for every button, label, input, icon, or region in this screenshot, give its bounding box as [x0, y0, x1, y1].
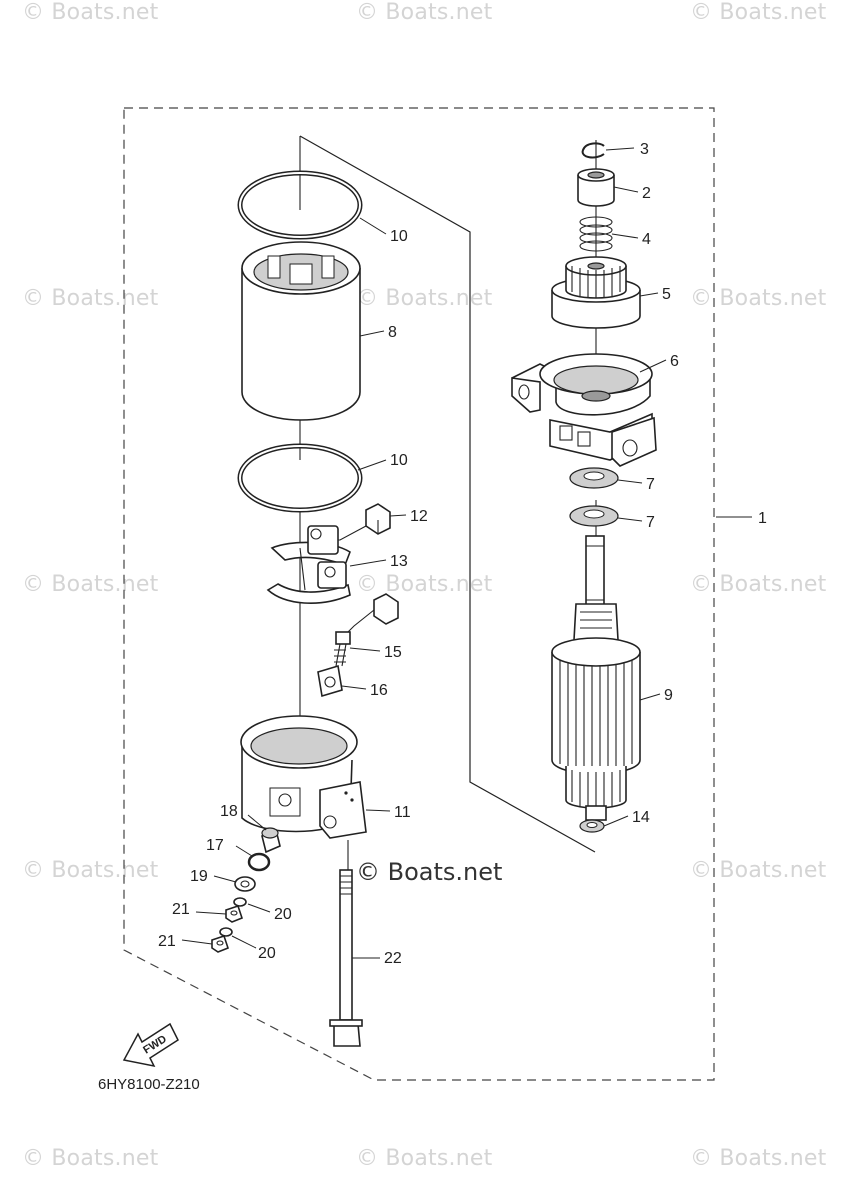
- callout-13: 13: [390, 553, 408, 570]
- front-cover-6: [511, 353, 657, 467]
- washer-7-lower: [569, 505, 619, 527]
- callout-14: 14: [632, 809, 650, 826]
- callout-21a: 21: [172, 901, 190, 918]
- watermark: © Boats.net: [690, 572, 827, 597]
- fwd-arrow-icon: FWD: [122, 1022, 179, 1068]
- washer-14: [579, 819, 605, 833]
- watermark: © Boats.net: [22, 572, 159, 597]
- nut-set-lower: [211, 927, 233, 953]
- callout-10a: 10: [390, 228, 408, 245]
- through-bolt-22: [329, 869, 363, 1047]
- leader-lines: [181, 147, 752, 959]
- watermark: © Boats.net: [22, 286, 159, 311]
- callout-22: 22: [384, 950, 402, 967]
- brush-holder-13: [266, 525, 351, 604]
- nut-set-upper: [225, 897, 247, 923]
- o-ring-lower: [237, 443, 363, 513]
- armature-9: [551, 535, 641, 821]
- callout-10b: 10: [390, 452, 408, 469]
- rear-cover-11: [240, 715, 367, 839]
- washer-7-upper: [569, 467, 619, 489]
- spring-4: [579, 216, 613, 252]
- watermark: © Boats.net: [356, 0, 493, 25]
- callout-16: 16: [370, 682, 388, 699]
- diagram-code: 6HY8100-Z210: [98, 1076, 200, 1093]
- callout-11: 11: [394, 804, 411, 821]
- callout-21b: 21: [158, 933, 176, 950]
- callout-6: 6: [670, 353, 679, 370]
- watermark: © Boats.net: [356, 1146, 493, 1171]
- callout-9: 9: [664, 687, 673, 704]
- assembly-boundary: [123, 107, 715, 1081]
- callout-15: 15: [384, 644, 402, 661]
- watermark: © Boats.net: [690, 286, 827, 311]
- callout-17: 17: [206, 837, 224, 854]
- circlip-3: [581, 142, 605, 159]
- callout-8: 8: [388, 324, 397, 341]
- callout-3: 3: [640, 141, 649, 158]
- watermark: © Boats.net: [22, 858, 159, 883]
- o-ring-17: [247, 852, 271, 872]
- callout-12: 12: [410, 508, 428, 525]
- washer-19: [234, 876, 256, 892]
- callout-20a: 20: [274, 906, 292, 923]
- brush-12: [320, 503, 391, 541]
- callout-19: 19: [190, 868, 208, 885]
- plate-16: [317, 664, 343, 698]
- callout-4: 4: [642, 231, 651, 248]
- watermark: © Boats.net: [22, 0, 159, 25]
- yoke-cylinder: [241, 241, 361, 421]
- callout-7a: 7: [646, 476, 655, 493]
- grommet-18: [261, 827, 281, 854]
- pinion-5: [551, 256, 641, 329]
- brush-15: [334, 593, 399, 667]
- callout-18: 18: [220, 803, 238, 820]
- group-bracket: [299, 135, 596, 853]
- callout-1: 1: [758, 510, 767, 527]
- watermark: © Boats.net: [690, 1146, 827, 1171]
- watermark: © Boats.net: [690, 858, 827, 883]
- callout-7b: 7: [646, 514, 655, 531]
- watermark: © Boats.net: [22, 1146, 159, 1171]
- center-watermark: © Boats.net: [356, 858, 503, 886]
- collar-2: [577, 168, 615, 207]
- callout-20b: 20: [258, 945, 276, 962]
- callout-2: 2: [642, 185, 651, 202]
- callout-5: 5: [662, 286, 671, 303]
- watermark: © Boats.net: [690, 0, 827, 25]
- o-ring-upper: [237, 170, 363, 240]
